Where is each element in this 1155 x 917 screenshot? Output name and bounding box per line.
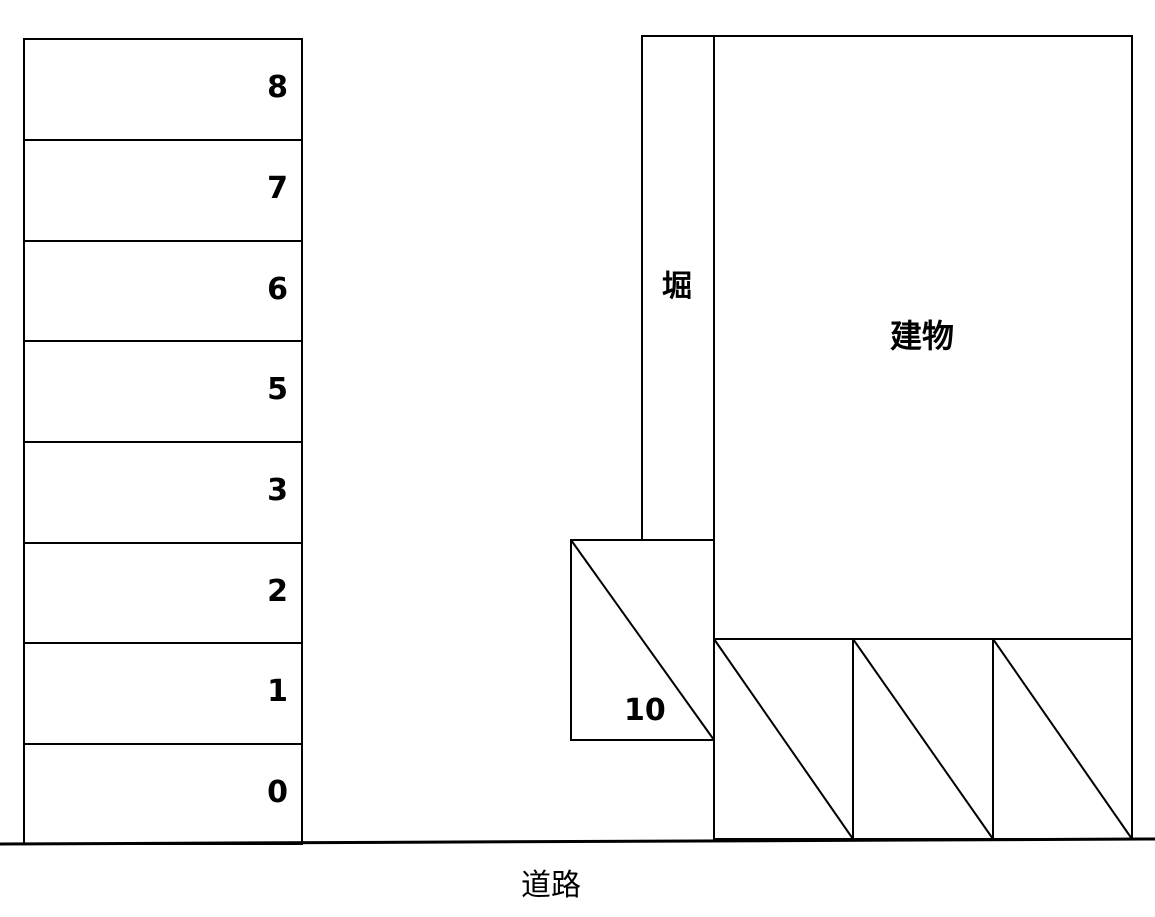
slot-label-3: 3 — [267, 473, 288, 508]
building-front-slots — [713, 638, 1133, 840]
road-line — [0, 837, 1155, 846]
slot-label-5: 5 — [267, 372, 288, 407]
left-slot-column — [23, 38, 303, 845]
front-slot-3-diagonal — [992, 638, 1133, 840]
building-label: 建物 — [890, 317, 955, 355]
slot-label-10: 10 — [624, 693, 666, 728]
road-label: 道路 — [521, 868, 581, 903]
slot-label-1: 1 — [267, 674, 288, 709]
slot-10-diagonal — [570, 539, 715, 741]
front-slot-1-diagonal — [713, 638, 854, 840]
front-slot-2-diagonal — [852, 638, 994, 840]
slot-label-0: 0 — [267, 775, 288, 810]
moat-label: 堀 — [662, 269, 692, 304]
slot-label-8: 8 — [267, 70, 288, 105]
slot-label-6: 6 — [267, 272, 288, 307]
slot-label-7: 7 — [267, 171, 288, 206]
slot-label-2: 2 — [267, 574, 288, 609]
